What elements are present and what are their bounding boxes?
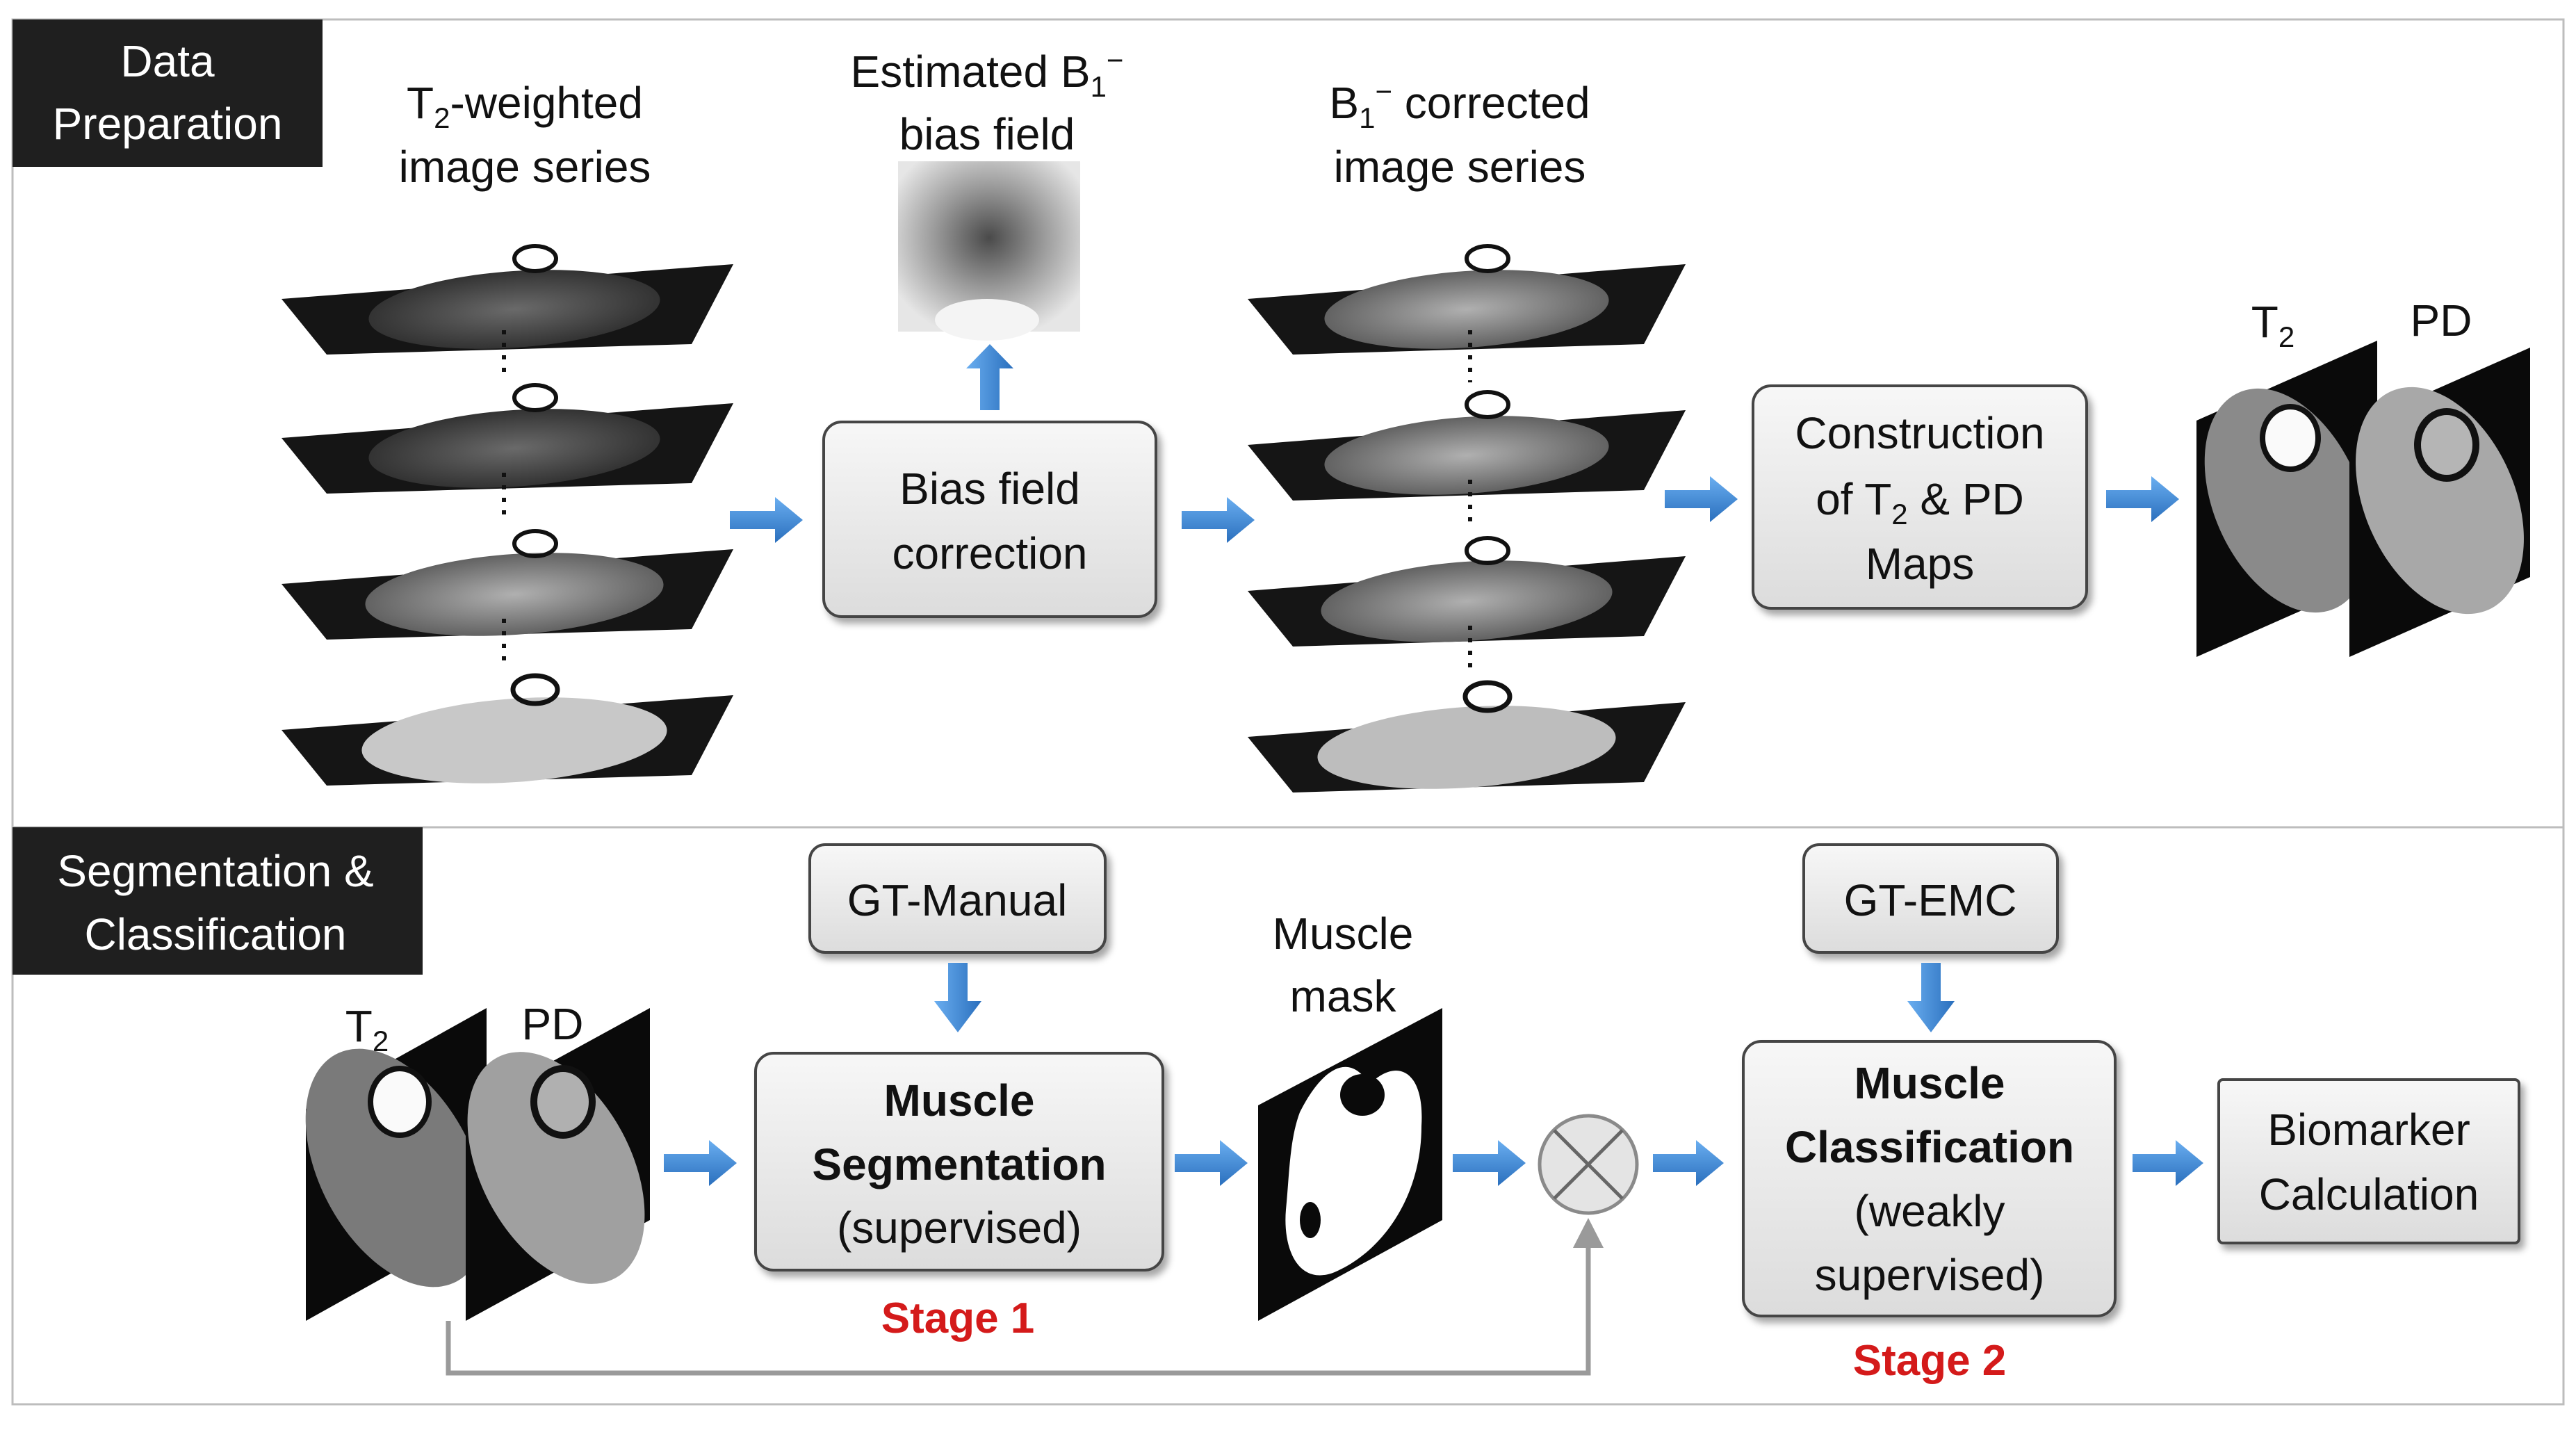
corrected-image-stack [1248, 244, 1686, 793]
seg-pd-label: PD [522, 999, 584, 1049]
feedback-arrow [446, 1218, 1604, 1376]
arrow-up-to-bias-image [966, 344, 1013, 410]
pd-map-label: PD [2411, 295, 2472, 346]
t2-map-label: T2 [2251, 297, 2294, 353]
gt-emc-text: GT-EMC [1844, 875, 2017, 925]
multiply-operator [1538, 1114, 1639, 1215]
stage-2-label: Stage 2 [1853, 1337, 2007, 1385]
t2-slice-1 [282, 244, 733, 355]
corrected-series-label: B1− corrected [1329, 75, 1590, 134]
data-preparation-header: Data Preparation [13, 19, 323, 167]
bias-field-correction-box [822, 421, 1157, 618]
maps-box-text-1: Construction [1795, 408, 2044, 458]
arrow-to-bias-box [730, 497, 803, 543]
biomarker-text-2: Calculation [2259, 1169, 2479, 1219]
biomarker-calculation-box [2217, 1078, 2520, 1244]
t2-series-label: T2-weighted [407, 78, 643, 134]
seg-box-text-2: Segmentation [812, 1139, 1106, 1189]
arrow-to-seg-box [664, 1140, 737, 1186]
corrected-series-label-2: image series [1334, 142, 1586, 192]
t2-series-label-2: image series [399, 142, 651, 192]
arrow-to-corrected [1182, 497, 1255, 543]
seg-box-text-1: Muscle [884, 1075, 1035, 1126]
corrected-slice-4 [1248, 680, 1686, 793]
class-box-text-3: (weakly [1854, 1186, 2005, 1236]
t2-slice-2 [282, 383, 733, 494]
corrected-slice-1 [1248, 244, 1686, 355]
maps-construction-box [1752, 384, 2088, 610]
muscle-mask-label-1: Muscle [1273, 909, 1414, 959]
segmentation-panel [11, 826, 2565, 1406]
maps-box-text-3: Maps [1866, 539, 1975, 589]
t2-image-stack [282, 244, 733, 786]
section-title-prep-1: Data [120, 36, 215, 86]
bias-box-text-2: correction [892, 528, 1088, 578]
arrow-to-maps-box [1665, 476, 1738, 522]
t2-slice-3 [282, 529, 733, 640]
muscle-classification-box [1742, 1040, 2117, 1317]
gt-manual-box [808, 843, 1107, 954]
bias-estimate-label-2: bias field [899, 109, 1075, 159]
seg-box-text-3: (supervised) [837, 1203, 1082, 1253]
class-box-text-4: supervised) [1815, 1250, 2045, 1300]
seg-t2-image [305, 1008, 487, 1321]
arrow-down-gt-manual [934, 963, 981, 1032]
data-preparation-panel [11, 18, 2565, 829]
corrected-slice-3 [1248, 536, 1686, 647]
muscle-mask-label-2: mask [1290, 971, 1397, 1021]
arrow-to-output-maps [2106, 476, 2179, 522]
section-title-seg-1: Segmentation & [57, 846, 373, 896]
pd-map-image [2349, 348, 2530, 657]
arrow-to-class-box [1653, 1140, 1724, 1186]
arrow-to-biomarker [2133, 1140, 2203, 1186]
class-box-text-1: Muscle [1854, 1058, 2005, 1108]
gt-manual-text: GT-Manual [847, 875, 1068, 925]
gt-emc-box [1802, 843, 2059, 954]
maps-box-text-2: of T2 & PD [1816, 474, 2024, 530]
class-box-text-2: Classification [1785, 1122, 2074, 1172]
section-title-seg-2: Classification [84, 909, 346, 959]
segmentation-header: Segmentation & Classification [13, 827, 423, 975]
t2-map-image [2196, 341, 2377, 657]
bias-estimate-label: Estimated B1− [851, 44, 1124, 103]
arrow-to-multiply [1453, 1140, 1526, 1186]
arrow-to-mask [1175, 1140, 1248, 1186]
corrected-slice-2 [1248, 390, 1686, 501]
seg-t2-label: T2 [345, 1001, 389, 1057]
section-title-prep-2: Preparation [53, 99, 283, 149]
muscle-mask-image [1258, 1008, 1442, 1321]
stage-1-label: Stage 1 [881, 1294, 1035, 1342]
t2-slice-4 [282, 673, 733, 786]
bias-box-text-1: Bias field [899, 464, 1080, 514]
biomarker-text-1: Biomarker [2267, 1105, 2470, 1155]
arrow-down-gt-emc [1907, 963, 1955, 1032]
seg-pd-image [466, 1008, 650, 1321]
muscle-segmentation-box [754, 1052, 1164, 1271]
bias-field-bright-spot [935, 299, 1039, 341]
